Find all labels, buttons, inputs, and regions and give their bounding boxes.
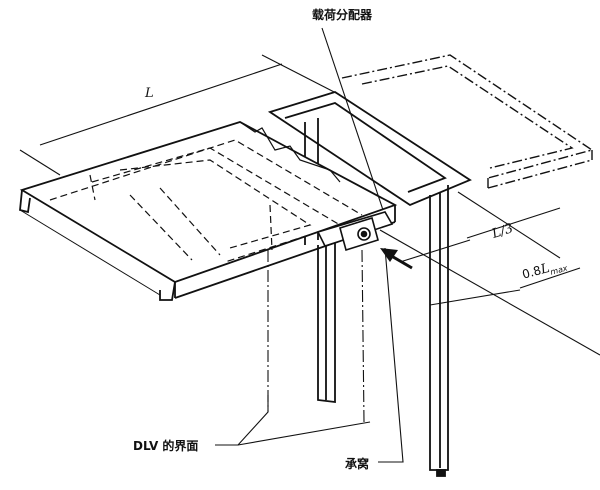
force-arrow — [380, 248, 413, 270]
hidden-lines — [49, 139, 363, 263]
length-label: L — [145, 86, 154, 101]
socket-label: 承窝 — [345, 457, 370, 471]
load-distributor — [316, 211, 394, 252]
phantom-table-outline — [341, 54, 594, 189]
load-distributor-label: 载荷分配器 — [312, 8, 373, 22]
dlv-interface-label: DLV 的界面 — [133, 439, 199, 453]
dimension-lines — [19, 27, 600, 463]
frame — [267, 91, 472, 477]
